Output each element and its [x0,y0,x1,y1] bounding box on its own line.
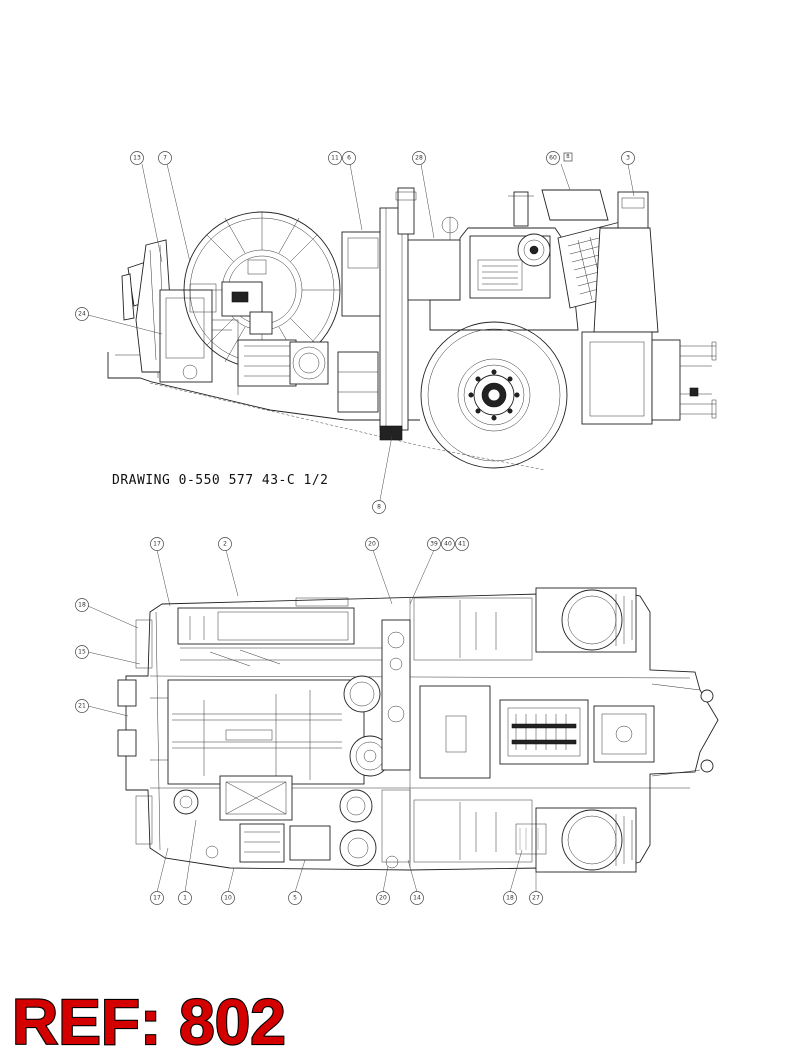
callout-bottom-1: 1 [178,891,192,905]
callout-13: 13 [130,151,144,165]
svg-text:20: 20 [368,541,376,548]
svg-text:18: 18 [78,602,86,609]
top-view-callouts: 17 2 20 39 40 41 18 15 21 17 1 10 5 20 1… [75,537,543,905]
callout-left-15: 15 [75,645,89,659]
svg-text:28: 28 [415,155,423,162]
callout-bottom-20: 20 [376,891,390,905]
callout-3: 3 [621,151,635,165]
svg-text:B: B [566,154,570,160]
callout-bottom-14: 14 [410,891,424,905]
cable-reel [183,211,341,369]
front-wheel-right [535,807,637,873]
callout-top-39: 39 [427,537,441,551]
svg-text:1: 1 [183,895,187,902]
svg-text:6: 6 [347,155,351,162]
svg-text:27: 27 [532,895,540,902]
svg-text:18: 18 [506,895,514,902]
callout-bottom-17: 17 [150,891,164,905]
svg-text:2: 2 [223,541,227,548]
side-view [107,187,717,471]
svg-text:24: 24 [78,311,86,318]
svg-text:17: 17 [153,541,161,548]
callout-bottom-18: 18 [503,891,517,905]
callout-28: 28 [412,151,426,165]
svg-text:20: 20 [379,895,387,902]
front-wheel-left [535,587,637,653]
callout-top-41: 41 [455,537,469,551]
svg-text:3: 3 [626,155,630,162]
callout-left-21: 21 [75,699,89,713]
callout-top-20: 20 [365,537,379,551]
drawing-number-caption: DRAWING 0-550 577 43-C 1/2 [112,473,329,488]
callout-24: 24 [75,307,89,321]
svg-text:13: 13 [133,155,141,162]
callout-bottom-27: 27 [529,891,543,905]
svg-text:40: 40 [444,541,452,548]
svg-text:21: 21 [78,703,86,710]
main-wheel [420,321,568,469]
callout-7: 7 [158,151,172,165]
callout-8: 8 [372,500,386,514]
svg-text:8: 8 [377,504,381,511]
svg-text:5: 5 [293,895,297,902]
reference-label: REF: 802 [12,986,286,1053]
callout-11: 11 [328,151,342,165]
callout-bottom-5: 5 [288,891,302,905]
top-view [117,587,719,873]
side-view-callouts: 13 7 11 6 28 60 B 3 24 8 [75,151,635,514]
svg-text:14: 14 [413,895,421,902]
callout-bottom-10: 10 [221,891,235,905]
callout-60: 60 [546,151,560,165]
svg-text:7: 7 [163,155,167,162]
callout-top-17: 17 [150,537,164,551]
callout-6: 6 [342,151,356,165]
svg-text:60: 60 [549,155,557,162]
svg-text:39: 39 [430,541,438,548]
svg-text:10: 10 [224,895,232,902]
engine-block [499,699,655,765]
svg-text:11: 11 [331,155,339,162]
svg-text:41: 41 [458,541,466,548]
callout-left-18: 18 [75,598,89,612]
svg-text:15: 15 [78,649,86,656]
callout-tag-b: B [563,152,573,162]
callout-top-40: 40 [441,537,455,551]
svg-text:17: 17 [153,895,161,902]
callout-top-2: 2 [218,537,232,551]
